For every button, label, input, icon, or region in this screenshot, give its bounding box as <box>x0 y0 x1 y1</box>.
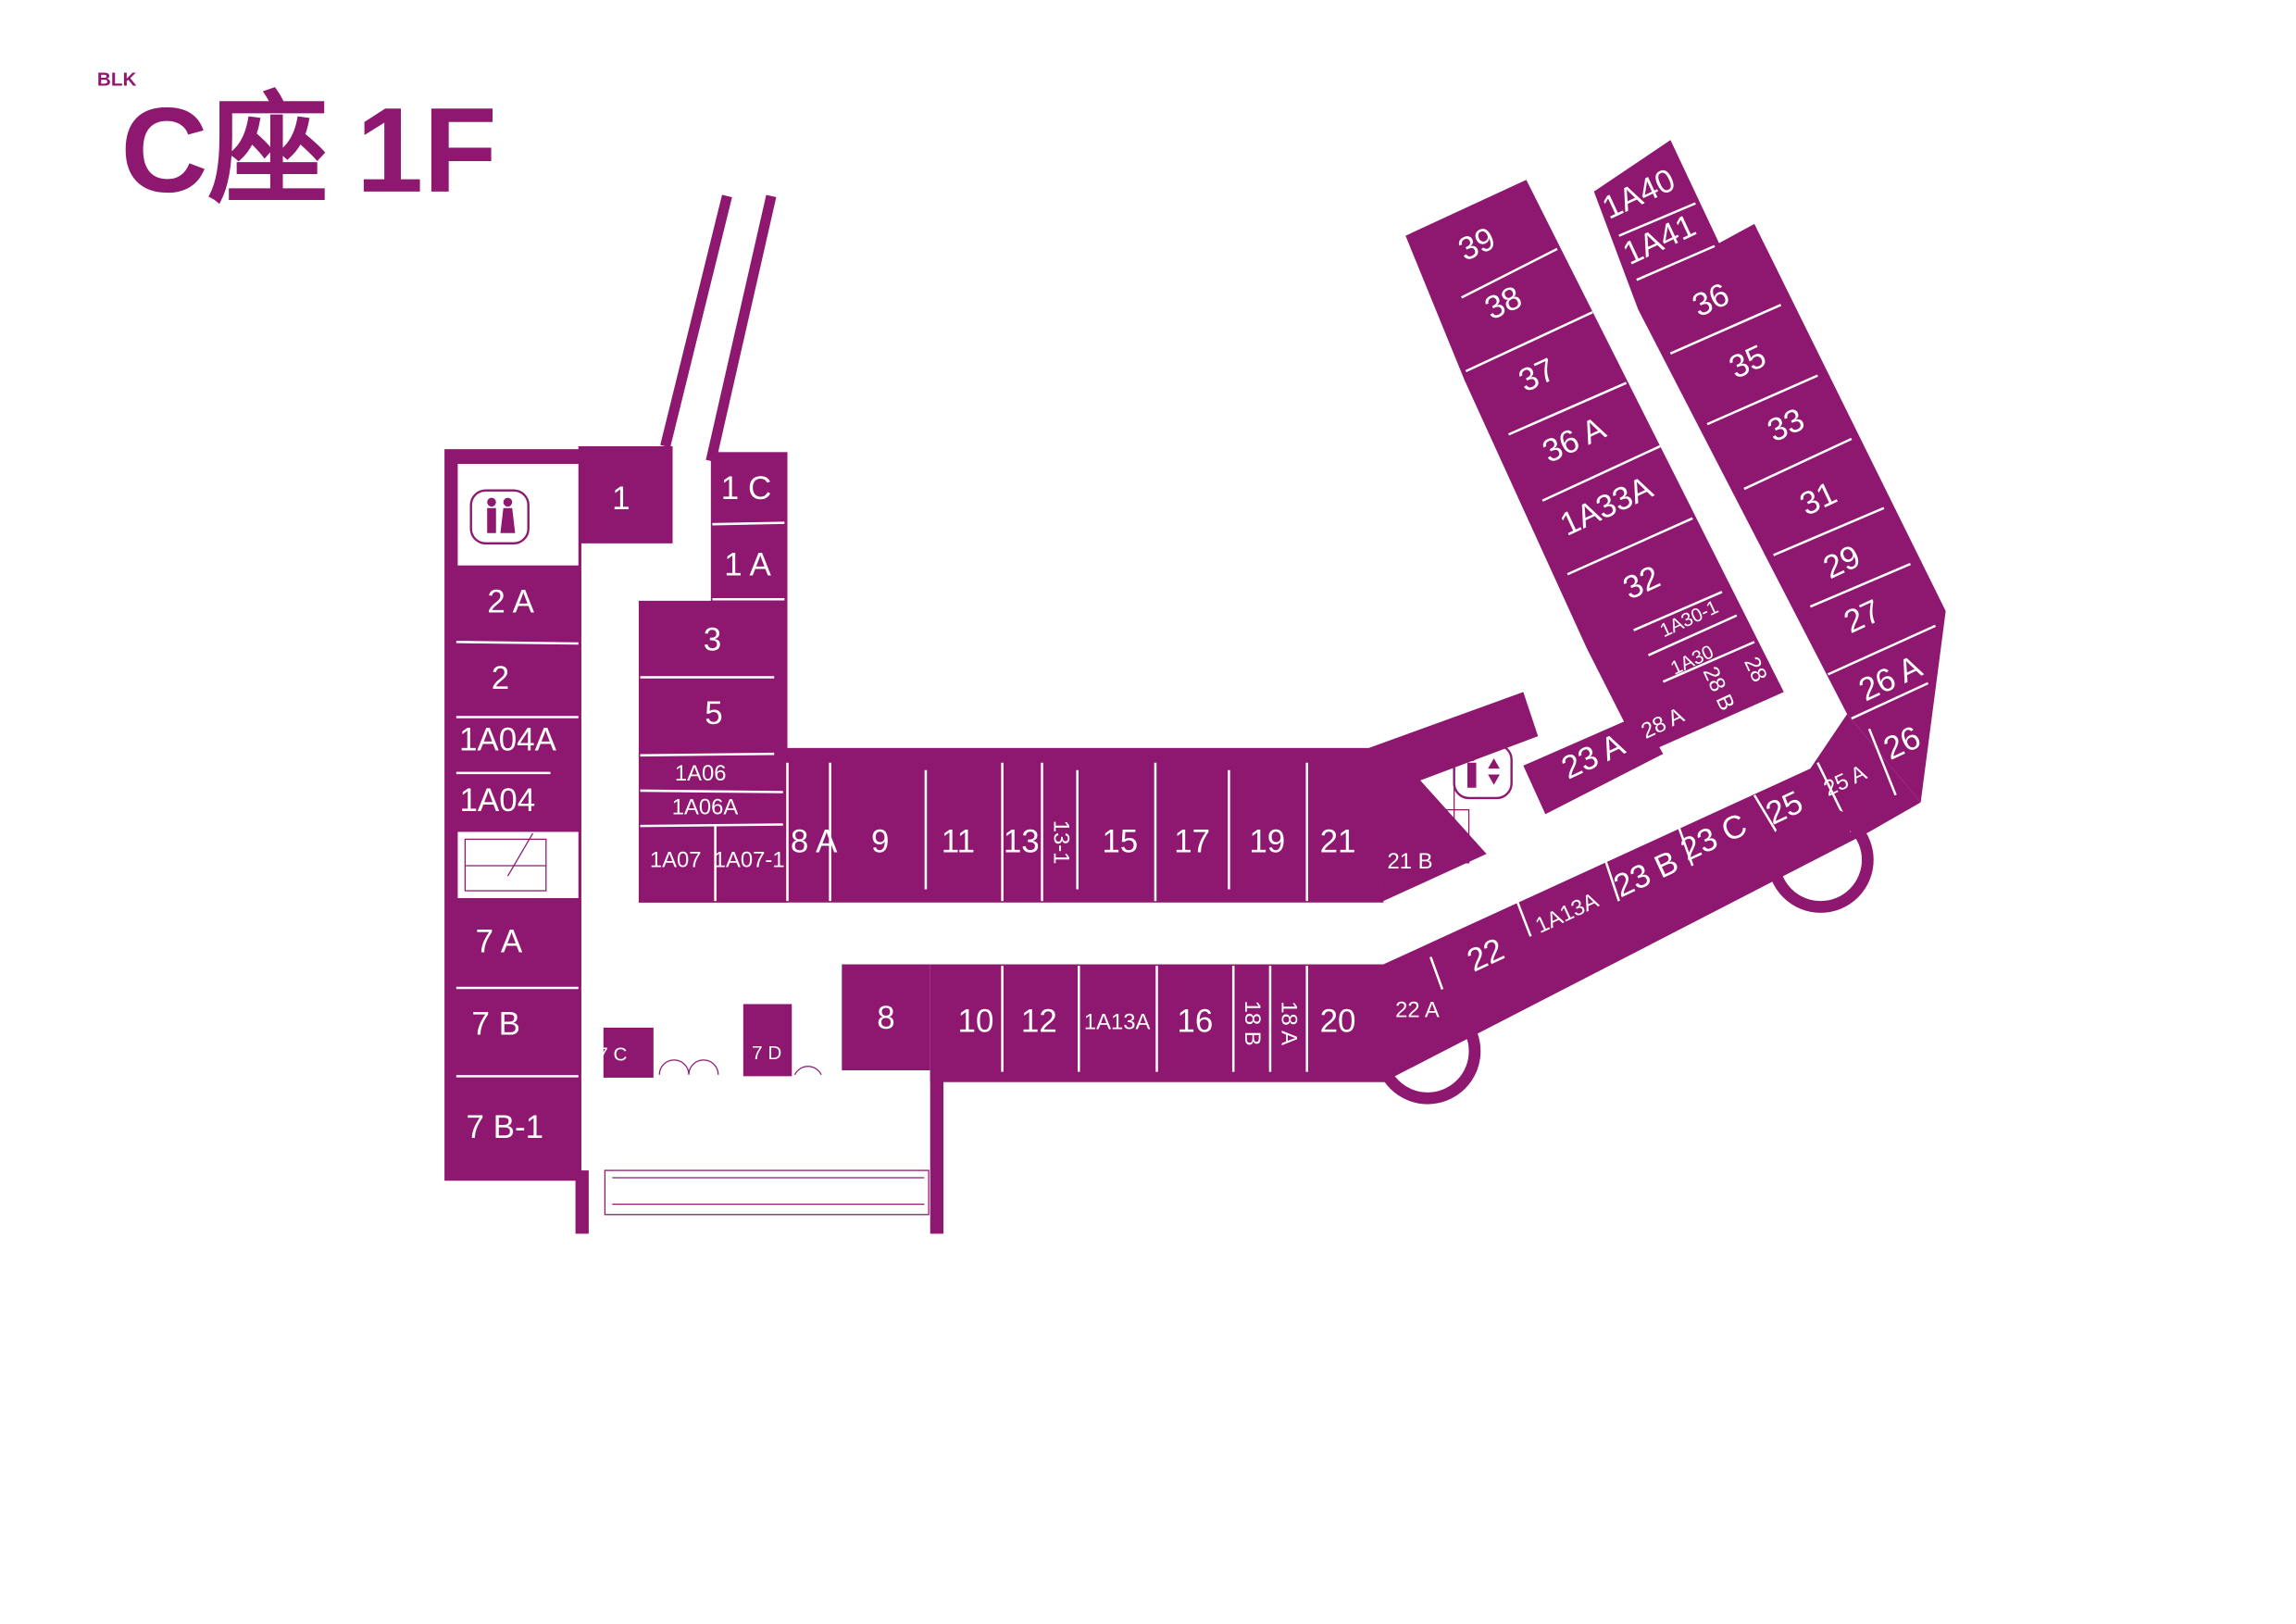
toilet-icon <box>469 489 530 545</box>
left-wing <box>444 445 673 1234</box>
unit-label[interactable]: 1 C <box>721 470 771 506</box>
unit-label[interactable]: 2 <box>492 660 509 696</box>
unit-label[interactable]: 12 <box>1021 1003 1057 1039</box>
title-prefix: BLK <box>97 69 137 90</box>
staircase-icon <box>464 832 547 892</box>
unit-label[interactable]: 1A04A <box>459 722 557 758</box>
east-wing-outer <box>1374 140 1946 1105</box>
unit-label[interactable]: 17 <box>1174 823 1210 859</box>
unit-label[interactable]: 21 <box>1320 823 1356 859</box>
unit-label[interactable]: 1A06 <box>675 761 727 786</box>
unit-label[interactable]: 1A06A <box>672 794 739 819</box>
unit-label[interactable]: 18 A <box>1277 1001 1302 1045</box>
corridor-wall <box>660 194 732 448</box>
title-block: C座 <box>120 82 328 218</box>
unit-label[interactable]: 20 <box>1320 1003 1356 1039</box>
unit-label[interactable]: 21 B <box>1387 849 1432 874</box>
unit-label[interactable]: 13 <box>1004 823 1040 859</box>
unit-label[interactable]: 7 C <box>597 1044 627 1066</box>
unit-label[interactable]: 1 A <box>724 547 771 583</box>
unit-label[interactable]: 8 A <box>791 823 838 859</box>
unit-label[interactable]: 16 <box>1177 1003 1213 1039</box>
unit-label[interactable]: 7 A <box>476 924 523 960</box>
south-wing <box>603 964 1387 1234</box>
unit-label[interactable]: 1 <box>612 481 630 517</box>
unit-label[interactable]: 7 D <box>752 1043 781 1064</box>
unit-labels: 1 1 C 1 A 2 A 2 1A04A 1A04 3 5 1A06 1A06… <box>459 470 1440 1145</box>
unit-label[interactable]: 15 <box>1102 823 1138 859</box>
unit-label[interactable]: 1A04 <box>459 782 535 818</box>
unit-label[interactable]: 7 B <box>471 1006 519 1043</box>
unit-label[interactable]: 11 <box>942 823 975 859</box>
corridor-wall <box>705 194 777 463</box>
title-floor: 1F <box>356 82 497 218</box>
central-wing <box>638 452 1385 903</box>
unit-label[interactable]: 5 <box>705 695 722 731</box>
unit-label[interactable]: 10 <box>958 1003 994 1039</box>
east-wing-inner <box>1405 180 1784 815</box>
unit-label[interactable]: 8 <box>877 1000 894 1036</box>
unit-label[interactable]: 9 <box>871 823 889 859</box>
unit-label[interactable]: 7 B-1 <box>466 1109 543 1145</box>
unit-label[interactable]: 1A13A <box>1084 1009 1151 1034</box>
lift-icon <box>1453 743 1513 800</box>
unit-label[interactable]: 1A07 <box>650 848 702 873</box>
unit-label[interactable]: 22 A <box>1395 998 1440 1023</box>
unit-label[interactable]: 13-1 <box>1048 820 1073 865</box>
unit-label[interactable]: 2 A <box>487 583 534 619</box>
unit-label[interactable]: 19 <box>1249 823 1285 859</box>
unit-label[interactable]: 3 <box>704 622 721 658</box>
unit-label[interactable]: 18 B <box>1240 1001 1265 1046</box>
unit-label[interactable]: 1A07-1 <box>714 848 785 873</box>
